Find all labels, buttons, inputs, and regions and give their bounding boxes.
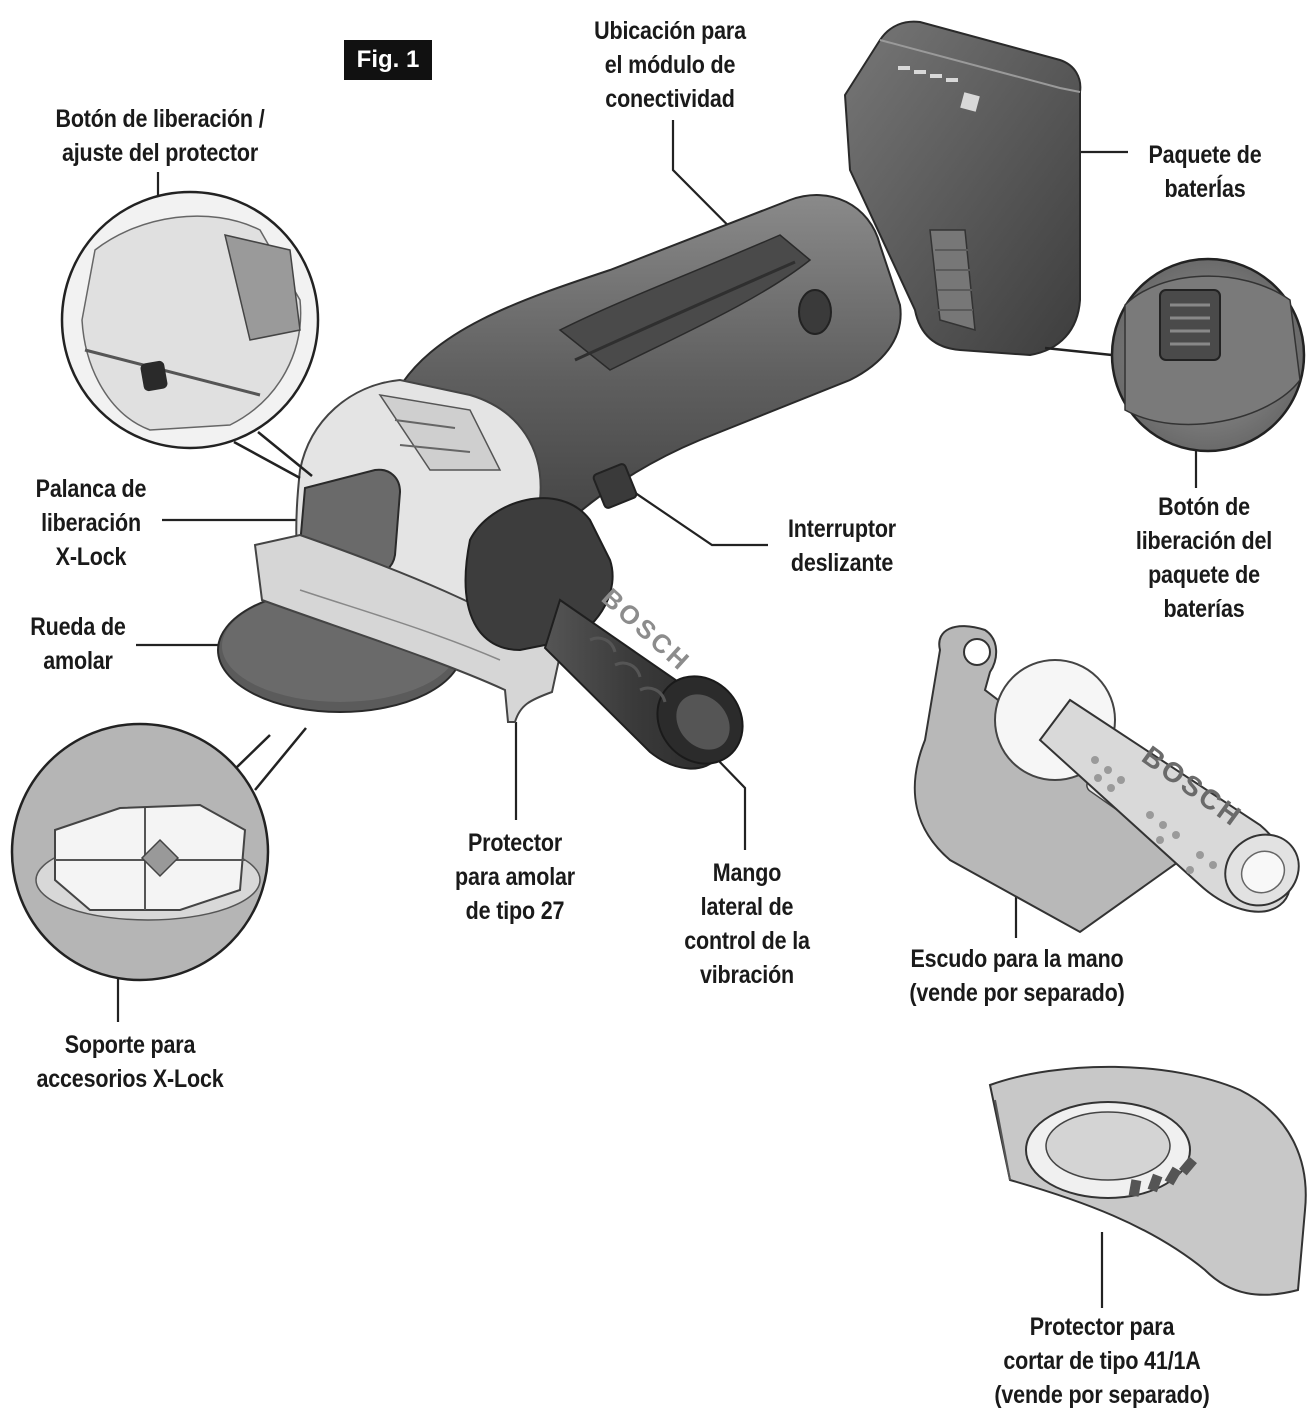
side-handle: BOSCH [464,497,744,770]
leader-slide-switch [627,487,768,547]
label-grinding-wheel: Rueda de amolar [30,613,126,675]
label-slide-switch: Interruptor deslizante [787,515,896,577]
battery-indicator-leds [898,66,980,112]
guard-release-button [140,360,168,392]
label-side-handle: Mango lateral de control de la vibración [684,859,810,989]
type41-guard-accessory [988,1065,1307,1296]
leader-side-handle [715,757,747,850]
connectivity-module-spot [798,289,832,335]
inset-guard-release [60,190,320,480]
label-type41-guard: Protector para cortar de tipo 41/1A (ven… [994,1313,1210,1409]
label-guard-release: Botón de liberación / ajuste del protect… [55,105,265,167]
hand-shield-accessory: BOSCH [913,625,1300,934]
label-battery-release: Botón de liberación del paquete de bater… [1135,493,1273,623]
grip-pad [558,234,812,371]
battery-release-button [1159,289,1221,361]
figure-tag: Fig. 1 [344,40,432,80]
angle-grinder: BOSCH [217,20,1082,770]
inset-xlock-mount [10,722,307,982]
battery-pack [843,20,1082,357]
label-connectivity: Ubicación para el módulo de conectividad [594,17,746,113]
label-xlock-lever: Palanca de liberación X-Lock [35,475,147,571]
label-xlock-mount: Soporte para accesorios X-Lock [36,1031,224,1093]
type27-guard [253,533,562,723]
inset-battery-release [1044,257,1306,453]
label-type27-guard: Protector para amolar de tipo 27 [454,829,575,925]
label-battery-pack: Paquete de baterÍas [1148,141,1262,203]
label-hand-shield: Escudo para la mano (vende por separado) [909,945,1125,1007]
slide-switch [592,463,638,509]
